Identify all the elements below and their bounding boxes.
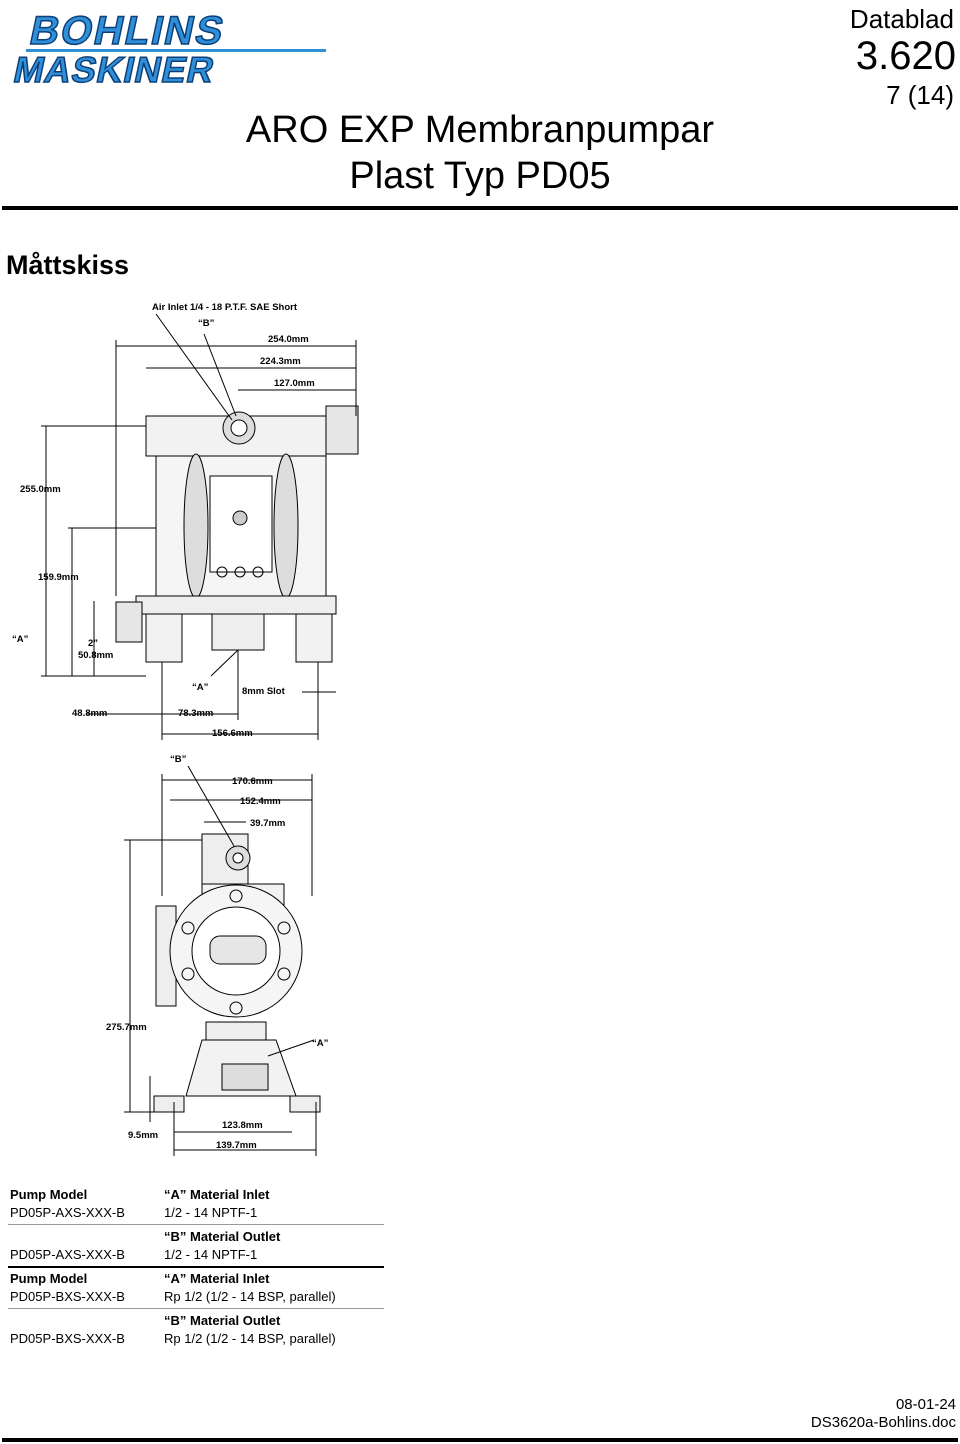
table-cell: PD05P-AXS-XXX-B [10, 1205, 125, 1220]
front-b-label: “B” [198, 318, 215, 329]
aro-badge [209, 935, 267, 965]
footer-date: 08-01-24 [895, 1396, 956, 1413]
table-row: Pump Model “A” Material Inlet PD05P-AXS-… [8, 1180, 384, 1225]
front-a-bottom-label: “A” [192, 682, 209, 693]
front-view-drawing: Air Inlet 1/4 - 18 P.T.F. SAE Short “B” … [12, 302, 359, 740]
table-cell: “B” Material Outlet [164, 1229, 281, 1244]
page-number: 7 (14) [886, 80, 954, 110]
logo-line1: BOHLINS [26, 7, 230, 52]
side-view-drawing: “B” 170.6mm 152.4mm 39.7mm 275.7mm “A” 9… [106, 754, 329, 1156]
bottom-manifold [135, 595, 337, 615]
title-line-2: Plast Typ PD05 [349, 155, 611, 197]
header-rule [2, 206, 958, 210]
bohlins-maskiner-logo: BOHLINS MASKINER [9, 7, 326, 86]
dim-397: 39.7mm [250, 818, 285, 829]
dim-255: 255.0mm [20, 484, 61, 495]
table-row: Pump Model “A” Material Inlet PD05P-BXS-… [8, 1264, 384, 1309]
title-line-1: ARO EXP Membranpumpar [245, 109, 715, 151]
table-cell: “A” Material Inlet [164, 1187, 270, 1202]
table-row: “B” Material Outlet PD05P-AXS-XXX-B 1/2 … [8, 1222, 384, 1268]
dim-1524: 152.4mm [240, 796, 281, 807]
outlet-port [325, 405, 359, 455]
logo-line2: MASKINER [10, 49, 219, 86]
doc-number: 3.620 [855, 34, 956, 78]
dim-159: 159.9mm [38, 572, 79, 583]
doc-type: Datablad [849, 4, 954, 34]
table-cell: Rp 1/2 (1/2 - 14 BSP, parallel) [164, 1331, 336, 1346]
table-cell: Rp 1/2 (1/2 - 14 BSP, parallel) [164, 1289, 336, 1304]
right-foot [295, 613, 333, 663]
dim-1397: 139.7mm [216, 1140, 257, 1151]
side-b-label: “B” [170, 754, 187, 765]
dim-95: 9.5mm [128, 1130, 158, 1141]
port-spec-table: Pump Model “A” Material Inlet PD05P-AXS-… [8, 1180, 384, 1348]
side-a-label: “A” [312, 1038, 329, 1049]
table-cell: PD05P-BXS-XXX-B [10, 1289, 125, 1304]
front-a-left-label: “A” [12, 634, 29, 645]
table-cell: 1/2 - 14 NPTF-1 [164, 1247, 258, 1262]
left-diaphragm-cap [183, 453, 209, 599]
dim-2in: 2” [88, 638, 98, 649]
logo-stripe [26, 49, 326, 52]
dim-1566: 156.6mm [212, 728, 253, 739]
dim-488: 48.8mm [72, 708, 107, 719]
table-cell: “B” Material Outlet [164, 1313, 281, 1328]
dim-224: 224.3mm [260, 356, 301, 367]
inlet-port [115, 601, 143, 643]
footer-filename: DS3620a-Bohlins.doc [810, 1414, 956, 1431]
table-divider [8, 1308, 384, 1309]
dim-1238: 123.8mm [222, 1120, 263, 1131]
air-inlet-label: Air Inlet 1/4 - 18 P.T.F. SAE Short [152, 302, 298, 313]
dim-127: 127.0mm [274, 378, 315, 389]
dim-2757: 275.7mm [106, 1022, 147, 1033]
table-divider [8, 1266, 384, 1268]
table-cell: PD05P-AXS-XXX-B [10, 1247, 125, 1262]
table-cell: 1/2 - 14 NPTF-1 [164, 1205, 258, 1220]
section-heading: Måttskiss [6, 250, 130, 280]
dim-1706: 170.6mm [232, 776, 273, 787]
table-cell: Pump Model [10, 1187, 88, 1202]
table-cell: PD05P-BXS-XXX-B [10, 1331, 125, 1346]
left-foot [145, 613, 183, 663]
table-row: “B” Material Outlet PD05P-BXS-XXX-B Rp 1… [8, 1306, 384, 1348]
right-diaphragm-cap [273, 453, 299, 599]
table-cell: Pump Model [10, 1271, 88, 1286]
table-cell: “A” Material Inlet [164, 1271, 270, 1286]
dim-783: 78.3mm [178, 708, 213, 719]
footer-rule [2, 1438, 958, 1442]
dim-508: 50.8mm [78, 650, 113, 661]
table-divider [8, 1224, 384, 1225]
slot-label: 8mm Slot [242, 686, 286, 697]
dim-254: 254.0mm [268, 334, 309, 345]
